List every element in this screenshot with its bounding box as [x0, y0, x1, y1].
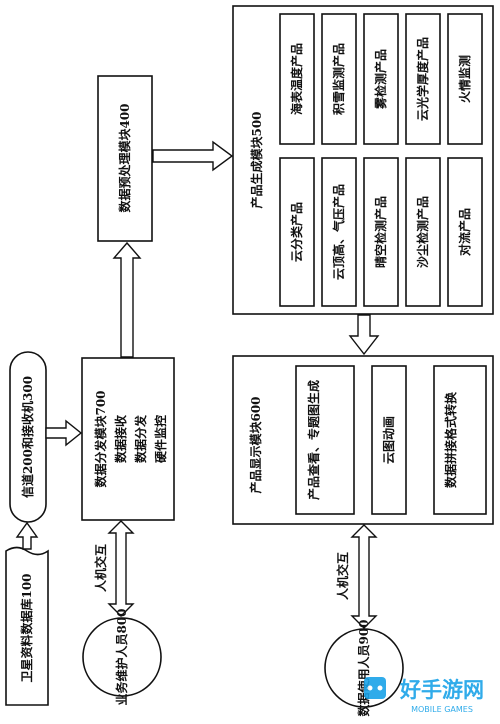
display-item-box: 产品查看、专题图生成: [295, 365, 355, 515]
product-box: 海表温度产品: [279, 13, 315, 145]
data-user-node: 数据使用人员900: [324, 619, 404, 717]
hmi-right-label: 人机交互: [335, 552, 350, 600]
product-label: 沙尘检测产品: [415, 196, 430, 268]
product-label: 海表温度产品: [289, 43, 304, 115]
satellite-database-label: 卫星资料数据库100: [19, 573, 34, 682]
product-box: 雾检测产品: [363, 13, 399, 145]
data-user-label: 数据使用人员900: [356, 619, 371, 716]
product-generation-module: 产品生成模块500 海表温度产品 积雪监测产品 雾检测产品 云光学厚度产品 火情…: [232, 5, 494, 315]
product-label: 火情监测: [457, 55, 472, 103]
display-item-box: 云图动画: [371, 365, 407, 515]
arrow-dispatch-to-preprocess: [112, 241, 142, 358]
product-display-module: 产品显示模块600 产品查看、专题图生成 云图动画 数据拼接格式转换: [232, 355, 494, 525]
data-dispatch-module: 数据分发模块700 数据接收 数据分发 硬件监控: [81, 357, 175, 521]
display-item-label: 云图动画: [382, 416, 396, 464]
watermark-text: 好手游网: [399, 678, 484, 702]
maintainer-node: 业务维护人员800: [82, 608, 162, 706]
product-box: 积雪监测产品: [321, 13, 357, 145]
gamepad-icon: [364, 677, 386, 699]
product-label: 雾检测产品: [373, 49, 388, 110]
product-label: 对流产品: [457, 208, 472, 256]
product-generation-module-label: 产品生成模块500: [249, 111, 264, 208]
product-label: 云顶高、气压产品: [331, 184, 346, 280]
arrow-preprocess-to-product-gen: [152, 140, 234, 172]
product-label: 云光学厚度产品: [415, 37, 430, 121]
hmi-left-label: 人机交互: [93, 544, 108, 592]
product-box: 对流产品: [447, 157, 483, 307]
product-box: 火情监测: [447, 13, 483, 145]
product-box: 沙尘检测产品: [405, 157, 441, 307]
data-dispatch-module-label: 数据分发模块700: [93, 390, 108, 487]
product-box: 云顶高、气压产品: [321, 157, 357, 307]
hmi-right-connector: 人机交互: [335, 524, 378, 629]
channel-receiver-label: 信道200和接收机300: [20, 376, 35, 498]
satellite-database-node: 卫星资料数据库100: [5, 546, 49, 706]
channel-receiver-node: 信道200和接收机300: [9, 351, 47, 523]
display-item-box: 数据拼接格式转换: [433, 365, 487, 515]
product-display-module-label: 产品显示模块600: [248, 396, 263, 493]
product-label: 晴空检测产品: [373, 196, 388, 268]
data-receive-label: 数据接收: [113, 415, 128, 463]
hmi-left-connector: 人机交互: [93, 520, 135, 617]
preprocess-module-label: 数据预处理模块400: [117, 103, 132, 212]
preprocess-module: 数据预处理模块400: [97, 75, 153, 242]
arrow-product-gen-to-display: [348, 314, 380, 356]
maintainer-label: 业务维护人员800: [114, 608, 129, 705]
product-box: 晴空检测产品: [363, 157, 399, 307]
watermark-subtext: MOBILE GAMES: [411, 705, 473, 714]
product-label: 云分类产品: [289, 202, 304, 262]
data-dispatch-label: 数据分发: [133, 414, 148, 463]
product-label: 积雪监测产品: [331, 43, 346, 115]
arrow-channel-to-dispatch: [45, 419, 83, 447]
hardware-monitor-label: 硬件监控: [153, 415, 168, 463]
display-item-label: 数据拼接格式转换: [443, 391, 458, 488]
watermark-logo: 好手游网 MOBILE GAMES: [364, 677, 484, 714]
arrow-db-to-channel: [15, 521, 39, 550]
display-item-label: 产品查看、专题图生成: [306, 380, 321, 500]
product-box: 云光学厚度产品: [405, 13, 441, 145]
product-box: 云分类产品: [279, 157, 315, 307]
